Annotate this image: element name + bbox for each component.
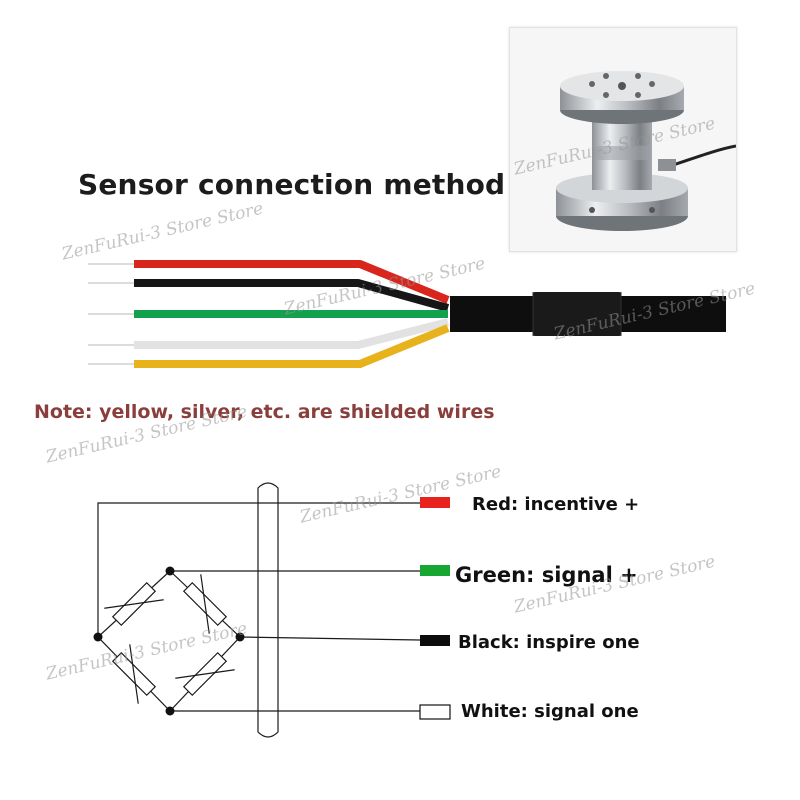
label-black: Black: inspire one xyxy=(458,632,640,653)
bridge-schematic xyxy=(97,482,421,738)
wire-yellow xyxy=(134,324,450,368)
conductor-ends xyxy=(88,263,134,365)
shield-note: Note: yellow, silver, etc. are shielded … xyxy=(34,401,495,423)
swatch-white xyxy=(419,704,451,720)
page-title: Sensor connection method xyxy=(78,168,506,201)
cable-sleeve xyxy=(533,292,621,336)
load-cell-illustration xyxy=(556,71,736,231)
label-green: Green: signal + xyxy=(455,563,638,587)
label-red: Red: incentive + xyxy=(472,494,640,515)
bridge-nodes xyxy=(93,566,245,716)
label-white: White: signal one xyxy=(461,701,639,722)
wire-red xyxy=(134,260,450,304)
load-cell-photo xyxy=(509,27,737,252)
swatch-red xyxy=(420,497,450,508)
swatch-green xyxy=(420,565,450,576)
swatch-black xyxy=(420,635,450,646)
wire-silver xyxy=(134,318,449,349)
wire-black xyxy=(134,279,450,312)
